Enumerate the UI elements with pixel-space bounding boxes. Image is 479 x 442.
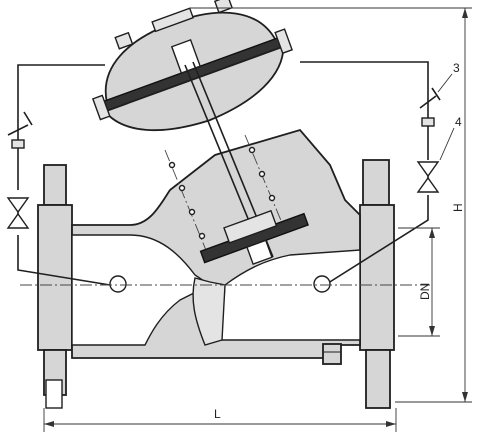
height-label: H — [451, 203, 465, 212]
outlet-port — [313, 275, 331, 293]
right-needle-valve — [419, 87, 441, 127]
callout-4-leader — [439, 127, 455, 161]
right-ball-valve — [416, 161, 440, 193]
drain-plug — [322, 343, 342, 365]
left-flange — [37, 164, 73, 409]
length-label: L — [214, 407, 221, 421]
right-flange — [359, 159, 395, 409]
spring-right — [244, 134, 286, 231]
callout-3-label: 3 — [453, 61, 460, 75]
left-ball-valve — [6, 197, 30, 229]
seat-partition — [192, 277, 226, 346]
callout-4-label: 4 — [455, 115, 462, 129]
left-needle-valve — [7, 111, 33, 149]
callout-3-leader — [437, 73, 453, 93]
inlet-port — [109, 275, 127, 293]
spring-left — [164, 149, 211, 261]
dn-label: DN — [418, 283, 432, 300]
valve-disc — [199, 209, 309, 265]
